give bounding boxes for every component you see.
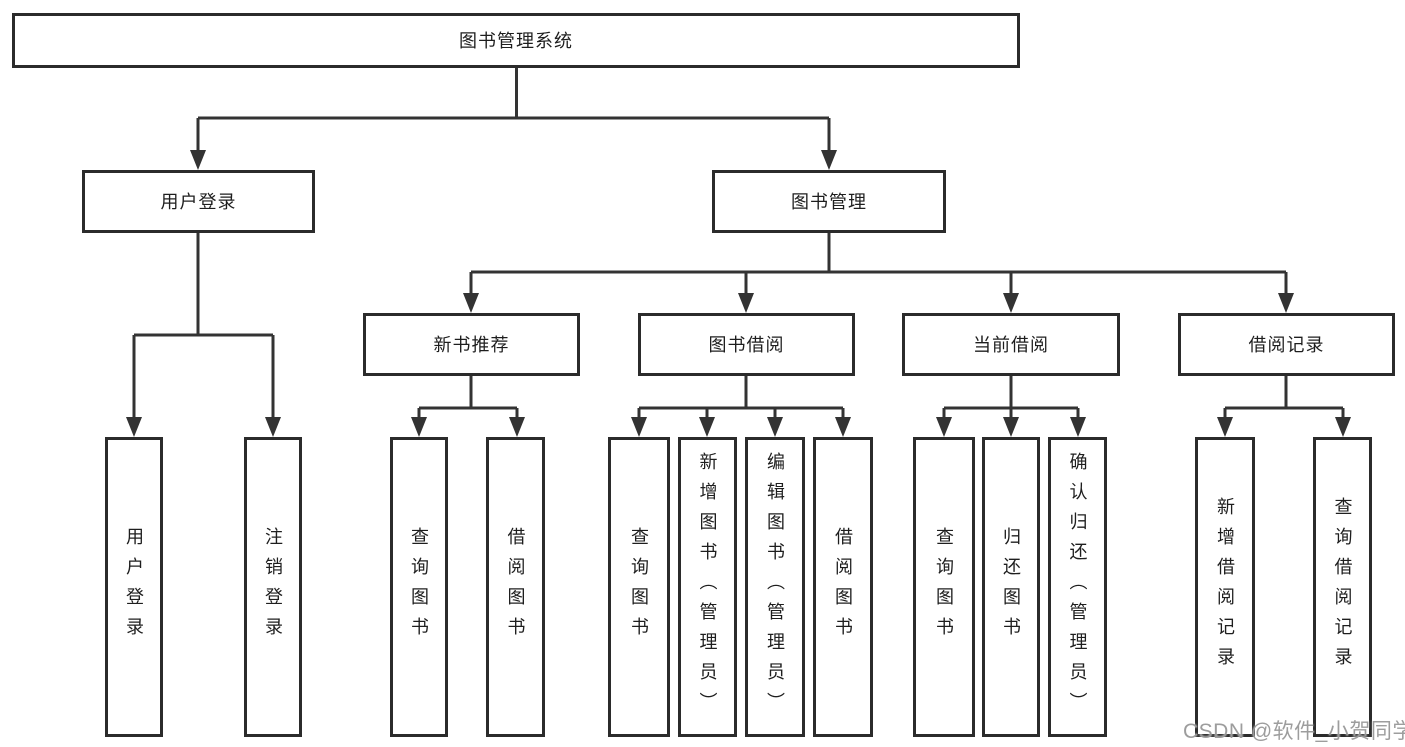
node-label: 查询图书 — [934, 527, 954, 647]
node-label: 用户登录 — [160, 191, 237, 212]
connector-paths — [132, 68, 1345, 419]
leaf-logout: 注销登录 — [244, 437, 302, 737]
node-user-login: 用户登录 — [82, 170, 315, 233]
node-label: 归还图书 — [1001, 527, 1021, 647]
node-label: 当前借阅 — [973, 334, 1049, 355]
leaf-edit-books-admin: 编辑图书（管理员） — [745, 437, 805, 737]
node-label: 借阅记录 — [1248, 334, 1325, 355]
leaf-query-borrow-record: 查询借阅记录 — [1313, 437, 1372, 737]
leaf-query-books-current: 查询图书 — [913, 437, 975, 737]
node-label: 图书管理系统 — [459, 30, 573, 51]
node-label: 查询图书 — [409, 527, 429, 647]
node-label: 查询借阅记录 — [1332, 497, 1353, 677]
node-label: 图书管理 — [791, 191, 867, 212]
leaf-add-books-admin: 新增图书（管理员） — [678, 437, 737, 737]
arrowheads — [126, 150, 1351, 437]
node-label: 用户登录 — [124, 527, 144, 647]
node-library-management-system: 图书管理系统 — [12, 13, 1020, 68]
node-label: 注销登录 — [263, 527, 283, 647]
leaf-query-books-borrow: 查询图书 — [608, 437, 670, 737]
leaf-query-books-recommend: 查询图书 — [390, 437, 448, 737]
node-label: 查询图书 — [629, 527, 649, 647]
node-book-management: 图书管理 — [712, 170, 946, 233]
node-label: 新书推荐 — [433, 334, 510, 355]
node-label: 借阅图书 — [505, 527, 526, 647]
node-label: 借阅图书 — [833, 527, 853, 647]
node-book-borrowing: 图书借阅 — [638, 313, 855, 376]
node-label: 图书借阅 — [708, 334, 785, 355]
node-label: 新增借阅记录 — [1215, 497, 1235, 677]
csdn-watermark: CSDN @软件_小贺同学 — [1183, 720, 1405, 743]
node-label: 确认归还（管理员） — [1067, 452, 1088, 722]
node-label: 新增图书（管理员） — [697, 452, 718, 722]
leaf-confirm-return-admin: 确认归还（管理员） — [1048, 437, 1107, 737]
leaf-borrow-books: 借阅图书 — [813, 437, 873, 737]
leaf-user-login: 用户登录 — [105, 437, 163, 737]
leaf-borrow-books-recommend: 借阅图书 — [486, 437, 545, 737]
node-current-borrowing: 当前借阅 — [902, 313, 1120, 376]
node-borrowing-records: 借阅记录 — [1178, 313, 1395, 376]
node-new-book-recommendation: 新书推荐 — [363, 313, 580, 376]
leaf-return-books: 归还图书 — [982, 437, 1040, 737]
node-label: 编辑图书（管理员） — [765, 452, 785, 722]
leaf-add-borrow-record: 新增借阅记录 — [1195, 437, 1255, 737]
